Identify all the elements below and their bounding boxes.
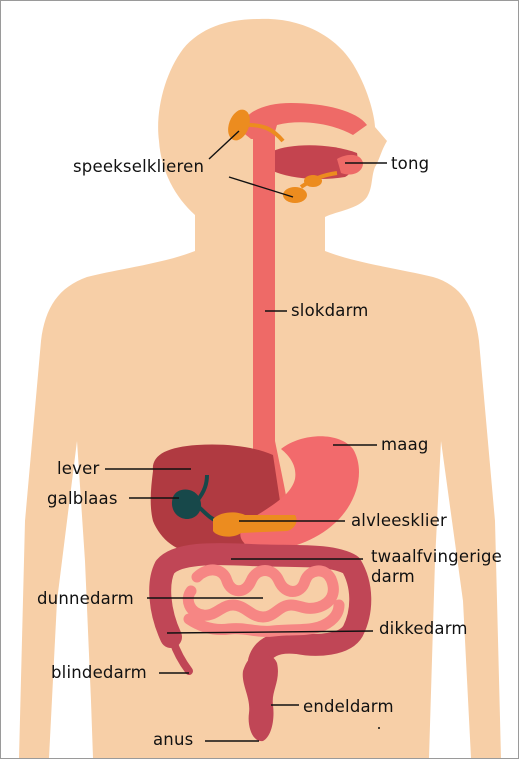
label-lever: lever (57, 461, 99, 478)
label-twaalfvingerige-line1: twaalfvingerige (371, 547, 502, 567)
label-twaalfvingerige-darm: twaalfvingerige darm (371, 547, 502, 587)
label-dunnedarm: dunnedarm (37, 591, 134, 608)
label-dikkedarm: dikkedarm (379, 621, 468, 638)
label-maag: maag (381, 437, 429, 454)
label-twaalfvingerige-line2: darm (371, 567, 502, 587)
label-alvleesklier: alvleesklier (351, 513, 447, 530)
label-tong: tong (391, 156, 429, 173)
label-anus: anus (153, 732, 193, 749)
label-galblaas: galblaas (47, 491, 118, 508)
salivary-gland-sublingual (304, 175, 322, 187)
label-blindedarm: blindedarm (51, 665, 147, 682)
label-slokdarm: slokdarm (291, 303, 369, 320)
stray-dot (378, 727, 380, 729)
label-speekselklieren: speekselklieren (73, 159, 204, 176)
label-endeldarm: endeldarm (303, 699, 394, 716)
esophagus-shape (253, 133, 275, 449)
